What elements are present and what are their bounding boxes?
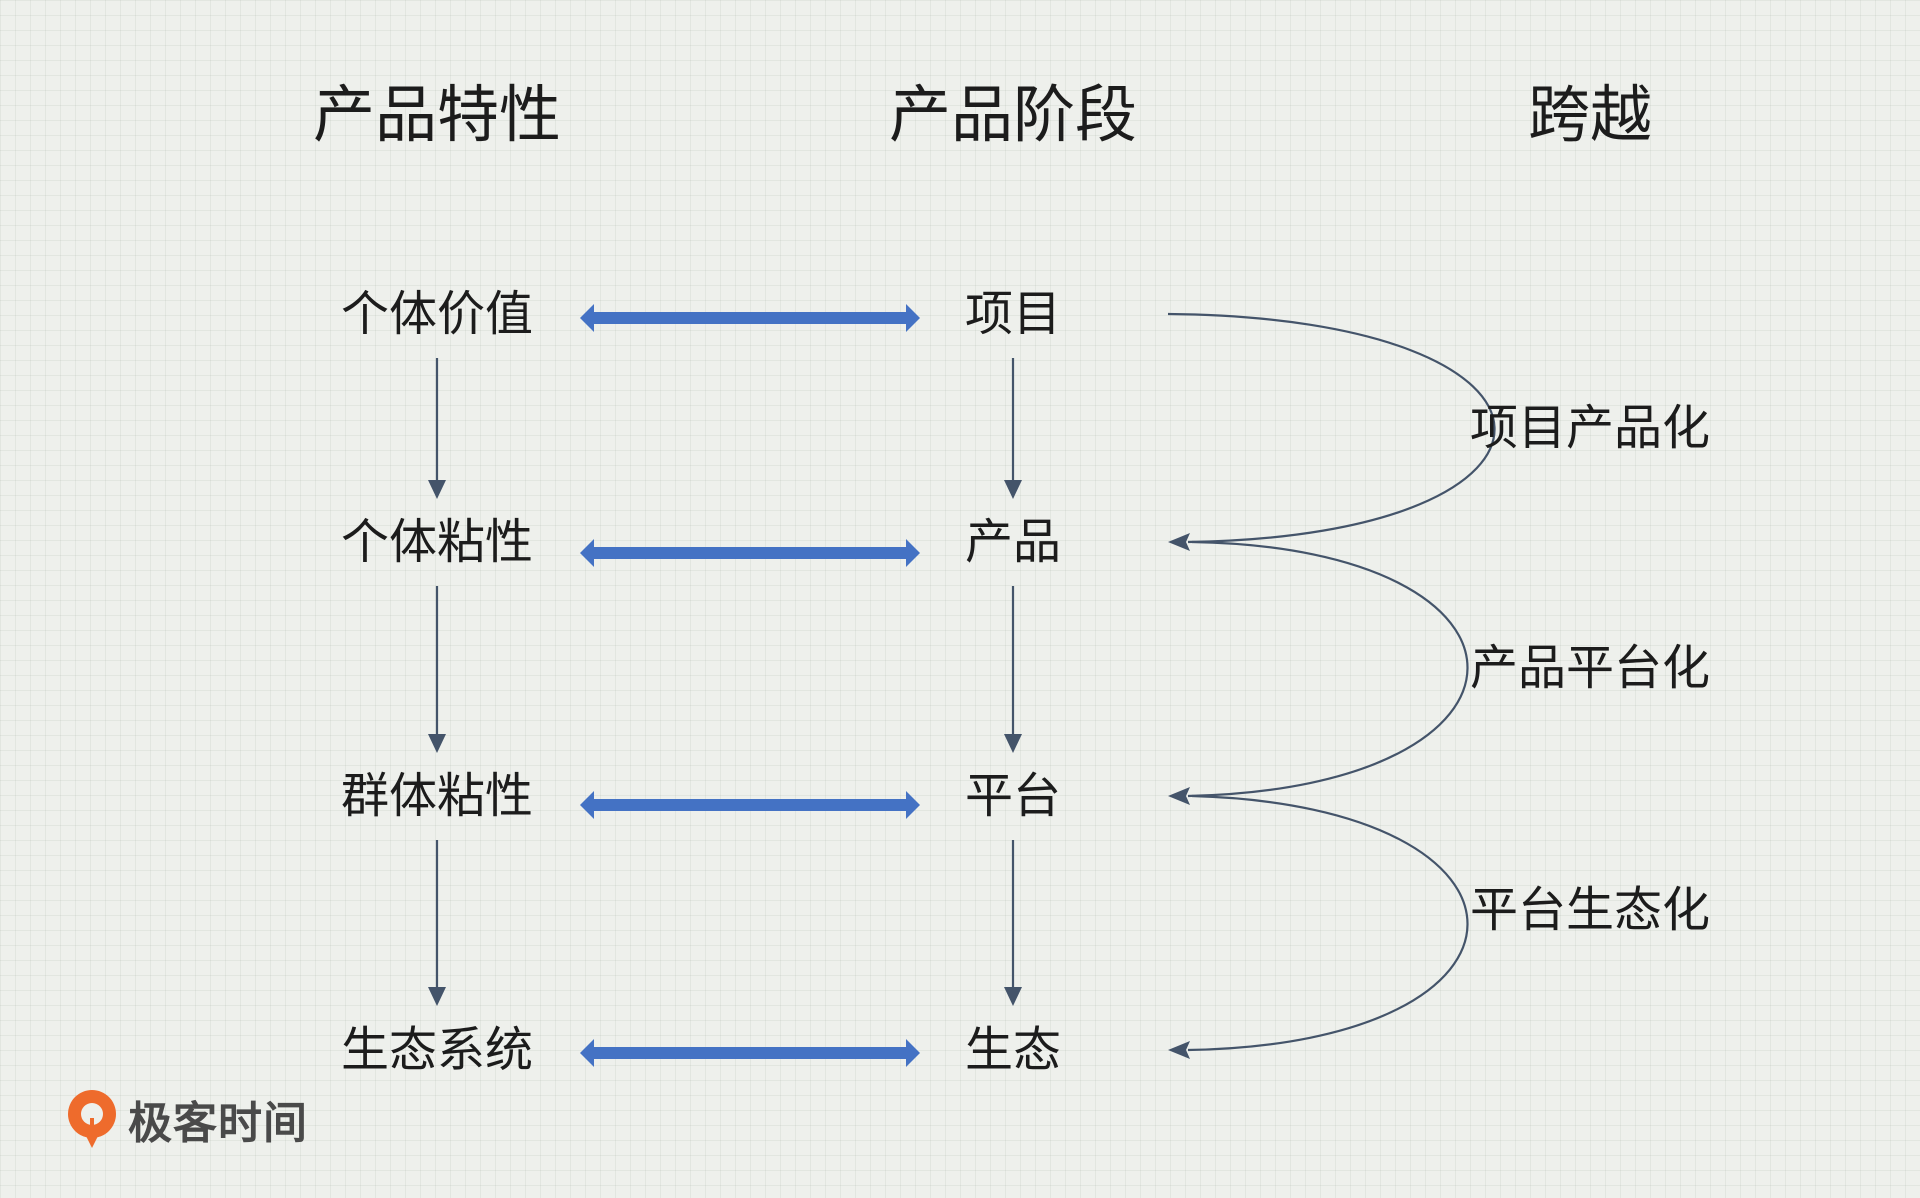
- double-arrows: [580, 304, 920, 1067]
- logo: 极客时间: [64, 1088, 308, 1150]
- feature-individual-stickiness: 个体粘性: [340, 514, 534, 570]
- jump-product-to-platform: 产品平台化: [1469, 640, 1711, 696]
- stage-ecology: 生态: [964, 1022, 1062, 1078]
- double-arrow-individual-stickiness-product: [580, 539, 920, 567]
- feature-down-arrowheads: [428, 480, 446, 1006]
- feature-group-stickiness: 群体粘性: [340, 768, 534, 824]
- double-arrow-ecosystem-ecology: [580, 1039, 920, 1067]
- arrowhead-stage-2: [1004, 734, 1022, 753]
- stage-project: 项目: [964, 286, 1062, 342]
- logo-text: 极客时间: [128, 1098, 308, 1149]
- double-arrow-individual-value-project: [580, 304, 920, 332]
- jump-curves: [1167, 312, 1496, 1052]
- stage-product: 产品: [964, 514, 1062, 570]
- header-jumps: 跨越: [1527, 78, 1653, 151]
- stage-down-arrowheads: [1004, 480, 1022, 1006]
- jump-project-to-product: 项目产品化: [1469, 400, 1711, 456]
- logo-mark-icon: [68, 1090, 116, 1148]
- jump-curve-product-to-platform: [1187, 540, 1469, 798]
- stage-platform: 平台: [964, 768, 1062, 824]
- feature-individual-value: 个体价值: [340, 286, 534, 342]
- double-arrow-group-stickiness-platform: [580, 791, 920, 819]
- jump-curve-platform-to-ecology: [1187, 794, 1469, 1052]
- jump-platform-to-ecology: 平台生态化: [1469, 882, 1711, 938]
- arrowhead-jump-2: [1168, 787, 1190, 805]
- header-product-features: 产品特性: [312, 78, 562, 151]
- jump-curve-project-to-product: [1167, 312, 1496, 544]
- arrowhead-feature-1: [428, 480, 446, 499]
- arrowhead-feature-3: [428, 987, 446, 1006]
- arrowhead-jump-1: [1168, 533, 1190, 551]
- arrowhead-feature-2: [428, 734, 446, 753]
- arrowhead-stage-1: [1004, 480, 1022, 499]
- feature-ecosystem: 生态系统: [340, 1022, 534, 1078]
- jump-arrowheads: [1168, 533, 1190, 1059]
- arrowhead-stage-3: [1004, 987, 1022, 1006]
- arrowhead-jump-3: [1168, 1041, 1190, 1059]
- header-product-stages: 产品阶段: [888, 78, 1138, 151]
